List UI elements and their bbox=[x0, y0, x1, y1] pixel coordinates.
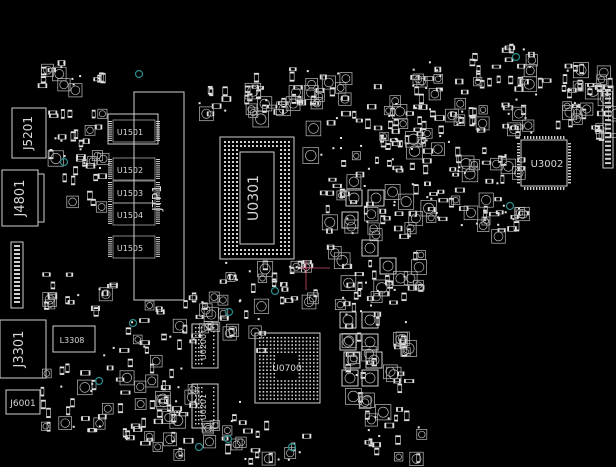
component-L3308[interactable]: L3308 bbox=[52, 325, 96, 353]
mounting-vias bbox=[59, 52, 521, 452]
component-JTP1[interactable]: JTP1 bbox=[133, 91, 185, 301]
component-U0700[interactable]: U0700 bbox=[254, 332, 321, 404]
component-U0301[interactable]: U0301 bbox=[219, 136, 295, 260]
passive-components-layer[interactable] bbox=[37, 43, 616, 466]
component-J3301[interactable]: J3301 bbox=[0, 319, 47, 379]
component-label-JTP1: JTP1 bbox=[150, 185, 164, 212]
component-J5201[interactable]: J5201 bbox=[11, 107, 47, 159]
component-label-U0700: U0700 bbox=[272, 364, 302, 374]
component-label-U1503: U1503 bbox=[117, 189, 143, 198]
component-label-U1505: U1505 bbox=[117, 244, 143, 253]
component-label-U0200: U0200 bbox=[199, 334, 208, 360]
selection-marker bbox=[300, 260, 330, 290]
component-label-U1502: U1502 bbox=[117, 166, 143, 175]
component-J4801[interactable]: J4801 bbox=[1, 169, 45, 227]
component-label-U1504: U1504 bbox=[117, 211, 143, 220]
component-label-U1501: U1501 bbox=[117, 128, 143, 137]
component-label-J5201: J5201 bbox=[21, 116, 35, 151]
component-U0201[interactable]: U0201 bbox=[191, 383, 219, 429]
component-label-J4801: J4801 bbox=[13, 180, 28, 218]
component-label-L3308: L3308 bbox=[60, 336, 85, 345]
component-U3002[interactable]: U3002 bbox=[517, 136, 571, 190]
component-U0200[interactable]: U0200 bbox=[191, 323, 219, 369]
component-label-U3002: U3002 bbox=[531, 159, 564, 170]
component-J6001[interactable]: J6001 bbox=[5, 389, 41, 415]
component-label-U0301: U0301 bbox=[246, 175, 262, 221]
component-label-U0201: U0201 bbox=[199, 394, 208, 420]
component-left-header[interactable] bbox=[10, 241, 24, 309]
component-label-J6001: J6001 bbox=[9, 399, 36, 409]
component-right-edge-connector[interactable] bbox=[602, 85, 614, 169]
component-label-J3301: J3301 bbox=[12, 331, 27, 369]
